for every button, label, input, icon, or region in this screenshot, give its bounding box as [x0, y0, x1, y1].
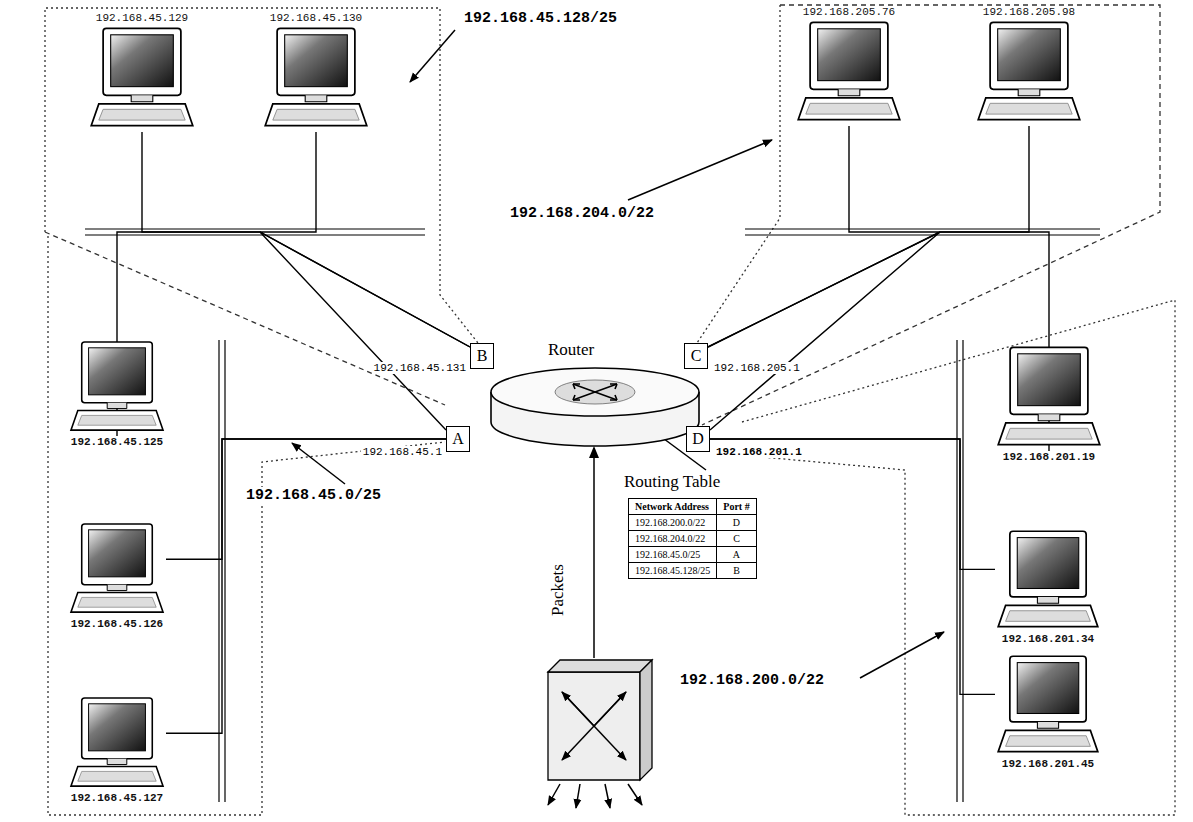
- table-text: Network Address: [635, 501, 709, 512]
- table-row: 192.168.200.0/22 D: [629, 515, 757, 531]
- table-cell: Network Address: [629, 499, 717, 515]
- ip-address: 192.168.45.130: [268, 12, 364, 24]
- table-text: C: [733, 533, 740, 544]
- table-cell: A: [717, 547, 756, 563]
- network-bus: [85, 229, 1100, 802]
- computer-icon: [995, 652, 1101, 758]
- ip-address: 192.168.45.125: [69, 436, 165, 448]
- table-row: 192.168.45.0/25 A: [629, 547, 757, 563]
- table-row: 192.168.204.0/22 C: [629, 531, 757, 547]
- computer: 192.168.45.127: [68, 694, 166, 804]
- interface-address: 192.168.45.131: [372, 362, 468, 374]
- computer-icon: [68, 338, 166, 436]
- computer-icon: [68, 694, 166, 792]
- router-port: A: [446, 426, 470, 452]
- subnet-address: 192.168.200.0/22: [678, 672, 826, 689]
- interface-address: 192.168.45.1: [361, 446, 444, 458]
- interface-address: 192.168.201.1: [714, 446, 804, 458]
- table-text: D: [733, 517, 740, 528]
- router-port: D: [686, 426, 710, 452]
- network-link: [710, 232, 1049, 451]
- ip-address: 192.168.45.127: [69, 792, 165, 804]
- computer: 192.168.201.34: [995, 527, 1101, 645]
- router-name: Router: [548, 340, 594, 360]
- ip-address: 192.168.201.19: [1001, 451, 1097, 463]
- port-letter: A: [452, 430, 464, 448]
- table-cell: B: [717, 563, 756, 579]
- computer-icon: [88, 24, 196, 132]
- ip-address: 192.168.201.34: [1000, 633, 1096, 645]
- network-link: [260, 132, 470, 347]
- table-cell: C: [717, 531, 756, 547]
- table-row: Network Address Port #: [629, 499, 757, 515]
- port-letter: C: [691, 347, 702, 365]
- subnet-address: 192.168.45.128/25: [462, 10, 619, 27]
- router-port: C: [684, 343, 708, 369]
- routing-table: Network AddressPort #192.168.200.0/22D19…: [628, 498, 757, 579]
- computer-icon: [262, 24, 370, 132]
- port-letter: B: [477, 347, 488, 365]
- table-cell: Port #: [717, 499, 756, 515]
- port-letter: D: [692, 430, 704, 448]
- computer: 192.168.45.126: [68, 520, 166, 630]
- computer-icon: [995, 343, 1103, 451]
- arrow-label: Packets: [548, 562, 568, 618]
- table-text: 192.168.204.0/22: [635, 533, 705, 544]
- router: Router: [488, 340, 702, 452]
- network-link: [142, 132, 470, 347]
- table-text: B: [733, 565, 740, 576]
- ip-address: 192.168.45.129: [94, 12, 190, 24]
- computer: 192.168.45.125: [68, 338, 166, 448]
- interface-address: 192.168.205.1: [712, 362, 802, 374]
- computer-icon: [975, 18, 1083, 126]
- table-text: 192.168.200.0/22: [635, 517, 705, 528]
- subnet-address: 192.168.45.0/25: [244, 487, 383, 504]
- network-link: [166, 439, 446, 733]
- computer: 192.168.205.98: [975, 6, 1083, 126]
- table-cell: 192.168.45.128/25: [629, 563, 717, 579]
- ip-address: 192.168.205.76: [801, 6, 897, 18]
- computer: 192.168.201.45: [995, 652, 1101, 770]
- computer-icon: [995, 527, 1101, 633]
- table-row: 192.168.45.128/25 B: [629, 563, 757, 579]
- table-text: A: [733, 549, 740, 560]
- router-port: B: [470, 343, 494, 369]
- computer-icon: [795, 18, 903, 126]
- callout-arrows: [292, 30, 944, 678]
- computer: 192.168.45.129: [88, 12, 196, 132]
- ip-address: 192.168.205.98: [981, 6, 1077, 18]
- table-cell: 192.168.200.0/22: [629, 515, 717, 531]
- network-link: [708, 126, 1029, 347]
- table-text: 192.168.45.128/25: [635, 565, 710, 576]
- network-link: [708, 126, 940, 347]
- table-cell: D: [717, 515, 756, 531]
- computer: 192.168.201.19: [995, 343, 1103, 463]
- table-cell: 192.168.45.0/25: [629, 547, 717, 563]
- packet-arrow: [593, 448, 595, 658]
- subnet-regions: [45, 5, 1175, 815]
- ip-address: 192.168.45.126: [69, 618, 165, 630]
- table-cell: 192.168.204.0/22: [629, 531, 717, 547]
- switch-symbol: [548, 660, 652, 808]
- network-link: [166, 439, 446, 559]
- network-link: [117, 232, 446, 436]
- computer: 192.168.45.130: [262, 12, 370, 132]
- router-cylinder: [488, 340, 702, 452]
- table-title: Routing Table: [622, 472, 722, 492]
- ip-address: 192.168.201.45: [1000, 758, 1096, 770]
- subnet-address: 192.168.204.0/22: [508, 205, 656, 222]
- computer-icon: [68, 520, 166, 618]
- table-text: Port #: [723, 501, 749, 512]
- table-text: 192.168.45.0/25: [635, 549, 700, 560]
- computer: 192.168.205.76: [795, 6, 903, 126]
